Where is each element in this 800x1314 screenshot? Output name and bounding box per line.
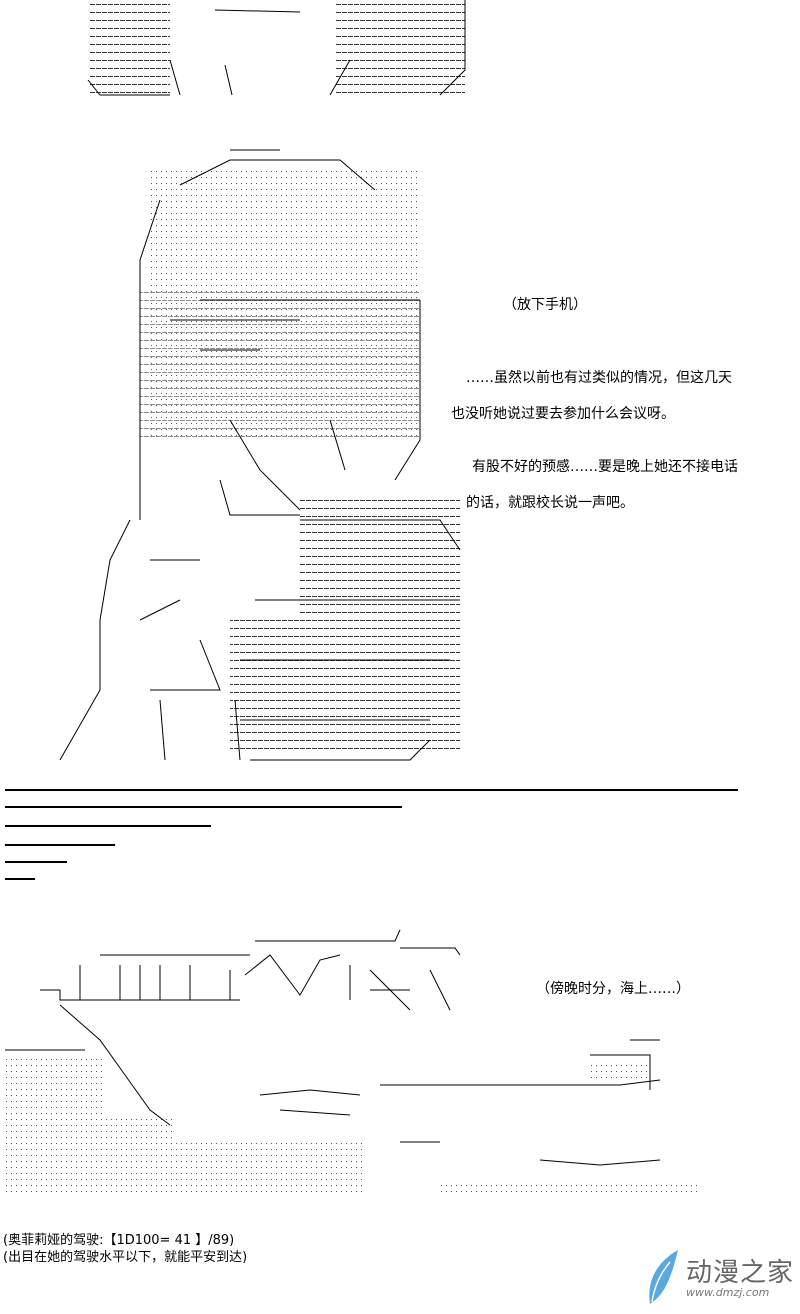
ship-scene bbox=[5, 929, 700, 1195]
divider-line bbox=[5, 844, 115, 846]
divider-line bbox=[5, 806, 402, 808]
divider-line bbox=[5, 861, 67, 863]
dialogue-line: 有股不好的预感……要是晚上她还不接电话 bbox=[472, 459, 738, 475]
dice-roll-note: (出目在她的驾驶水平以下，就能平安到达) bbox=[3, 1250, 248, 1265]
top-panel-fragment bbox=[87, 0, 466, 96]
girl-with-phone-figure bbox=[59, 149, 461, 761]
dialogue-line: 的话，就跟校长说一声吧。 bbox=[466, 495, 634, 511]
dialogue-line: （放下手机） bbox=[503, 297, 587, 313]
watermark-name: 动漫之家 bbox=[686, 1258, 795, 1288]
dialogue-line: 也没听她说过要去参加什么会议呀。 bbox=[451, 406, 675, 422]
dmzj-watermark: 动漫之家 www.dmzj.com bbox=[640, 1248, 800, 1308]
divider-line bbox=[5, 825, 211, 827]
watermark-url: www.dmzj.com bbox=[686, 1286, 770, 1299]
divider-line bbox=[5, 789, 738, 791]
dialogue-line: ……虽然以前也有过类似的情况，但这几天 bbox=[466, 370, 732, 386]
scene-caption: （傍晚时分，海上……） bbox=[536, 981, 690, 997]
feather-logo-icon bbox=[649, 1250, 678, 1304]
ascii-art-illustration bbox=[5, 0, 700, 1195]
dice-roll-result: (奥菲莉娅的驾驶:【1D100= 41 】/89) bbox=[3, 1233, 235, 1248]
divider-line bbox=[5, 878, 35, 880]
